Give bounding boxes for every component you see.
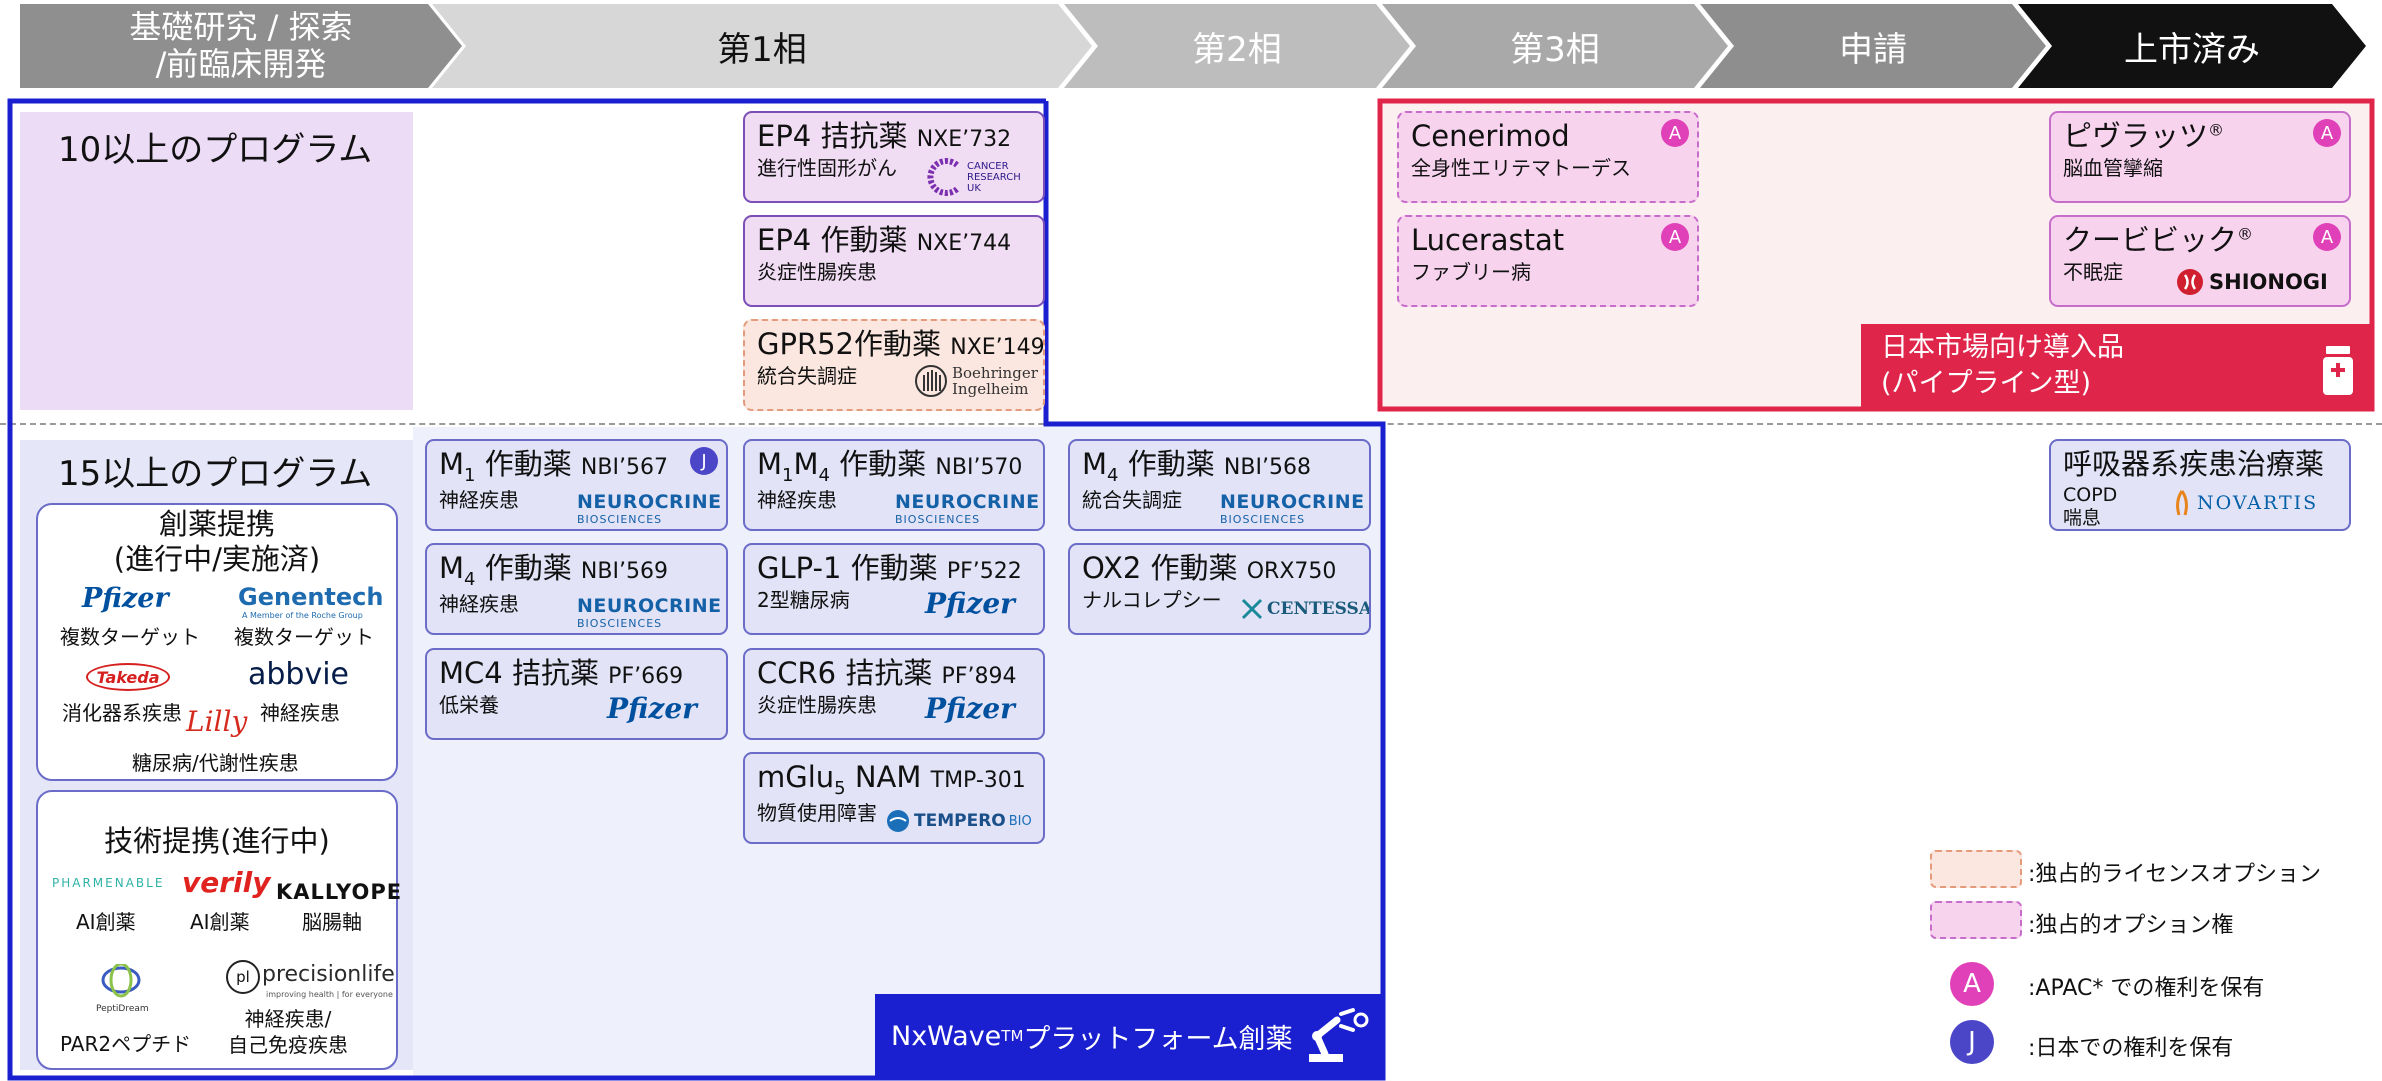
verily-logo: verily [182,866,271,899]
japan-legend-icon: J [1950,1020,1994,1064]
legend-swatch-license [1930,850,2022,888]
boehringer-icon [915,365,947,397]
apac-rights-badge: A [2313,119,2341,147]
verily-note: AI創薬 [190,910,250,934]
phase-2: 第2相 [1064,4,1410,88]
apac-rights-badge: A [2313,223,2341,251]
bottom-section-label: 15以上のプログラム [58,454,373,494]
apac-rights-badge: A [1661,223,1689,251]
legend-swatch-option [1930,901,2022,939]
card-quviviq[interactable]: クービビック® 不眠症 A SHIONOGI [2049,215,2351,307]
card-cenerimod[interactable]: Cenerimod 全身性エリテマトーデス A [1397,111,1699,203]
card-mc4-antagonist[interactable]: MC4 拮抗薬 PF’669 低栄養 Pfizer [425,648,728,740]
genentech-logo: Genentech [238,583,384,611]
takeda-logo: Takeda [86,663,170,691]
pfizer-logo: Pfizer [925,587,1015,620]
cancer-research-uk-icon [927,158,959,196]
pfizer-logo: Pfizer [925,692,1015,725]
phase-1: 第1相 [432,4,1092,88]
card-ep4-antagonist[interactable]: EP4 拮抗薬 NXE’732 進行性固形がん CANCER RESEARCH … [743,111,1045,203]
card-respiratory[interactable]: 呼吸器系疾患治療薬 COPD 喘息 NOVARTIS [2049,439,2351,531]
top-section-bg [20,112,413,410]
precisionlife-tagline: improving health | for everyone [266,990,393,999]
legend-text-apac: :APAC* での権利を保有 [2028,976,2265,1001]
card-ccr6-antagonist[interactable]: CCR6 拮抗薬 PF’894 炎症性腸疾患 Pfizer [743,648,1045,740]
pfizer-logo: Pfizer [82,583,169,614]
boehringer-logo: Boehringer Ingelheim [913,363,1038,399]
legend-text-option: :独占的オプション権 [2028,913,2234,938]
kallyope-logo: KALLYOPE [276,880,403,904]
tech-partnerships-box: 技術提携(進行中) PHARMENABLE AI創薬 verily AI創薬 K… [36,790,401,1070]
pharmenable-logo: PHARMENABLE [52,876,165,890]
top-section-label: 10以上のプログラム [58,130,373,170]
kallyope-note: 脳腸軸 [302,910,362,934]
pfizer-logo: Pfizer [607,692,697,725]
takeda-note: 消化器系疾患 [62,701,182,725]
cancer-research-uk-logo: CANCER RESEARCH UK [925,157,1021,197]
centessa-logo: CENTESSA [1240,597,1369,621]
legend: :独占的ライセンスオプション :独占的オプション権 A :APAC* での権利を… [1920,846,2360,1066]
apac-legend-icon: A [1950,962,1994,1006]
abbvie-note: 神経疾患 [260,701,340,725]
peptidream-note: PAR2ペプチド [60,1032,192,1056]
lilly-logo: Lilly [186,705,248,738]
precisionlife-icon: pl [226,960,260,994]
tempero-icon [887,810,909,832]
japan-rights-badge: J [690,447,718,475]
card-glp1-agonist[interactable]: GLP-1 作動薬 PF’522 2型糖尿病 Pfizer [743,543,1045,635]
novartis-logo: NOVARTIS [2171,489,2318,517]
genentech-tagline: A Member of the Roche Group [242,611,363,620]
phase-discovery: 基礎研究 / 探索 /前臨床開発 [20,4,462,88]
tech-partnerships-title: 技術提携(進行中) [104,824,330,858]
legend-text-license: :独占的ライセンスオプション [2028,862,2321,887]
robot-arm-icon [1309,1008,1369,1062]
precisionlife-logo: precisionlife [262,962,395,987]
shionogi-logo: SHIONOGI [2175,267,2328,297]
japan-inlicensed-label: 日本市場向け導入品 (パイプライン型) [1861,324,2372,409]
legend-text-japan: :日本での権利を保有 [2028,1036,2234,1061]
card-lucerastat[interactable]: Lucerastat ファブリー病 A [1397,215,1699,307]
novartis-flame-icon [2176,490,2188,516]
lilly-note: 糖尿病/代謝性疾患 [132,751,299,775]
apac-rights-badge: A [1661,119,1689,147]
discovery-partnerships-title: 創薬提携 (進行中/実施済) [113,507,321,576]
pfizer-note: 複数ターゲット [60,625,200,649]
phase-marketed: 上市済み [2018,4,2366,88]
genentech-note: 複数ターゲット [234,625,374,649]
shionogi-icon [2177,269,2203,295]
card-pivlaz[interactable]: ピヴラッツ® 脳血管攣縮 A [2049,111,2351,203]
abbvie-logo: abbvie [248,657,350,692]
card-ep4-agonist[interactable]: EP4 作動薬 NXE’744 炎症性腸疾患 [743,215,1045,307]
card-ox2-agonist[interactable]: OX2 作動薬 ORX750 ナルコレプシー CENTESSA [1068,543,1371,635]
medicine-bottle-icon [2323,346,2353,395]
pharmenable-note: AI創薬 [76,910,136,934]
discovery-partnerships-box: 創薬提携 (進行中/実施済) Pfizer 複数ターゲット Genentech … [36,503,398,781]
precisionlife-note: 神経疾患/ 自己免疫疾患 [228,1007,348,1057]
phase-3: 第3相 [1382,4,1728,88]
peptidream-icon [101,964,141,998]
centessa-icon [1241,598,1263,620]
phase-filing: 申請 [1700,4,2046,88]
card-gpr52-agonist[interactable]: GPR52作動薬 NXE’149 統合失調症 Boehringer Ingelh… [743,319,1045,411]
peptidream-logo: PeptiDream [96,1004,149,1014]
